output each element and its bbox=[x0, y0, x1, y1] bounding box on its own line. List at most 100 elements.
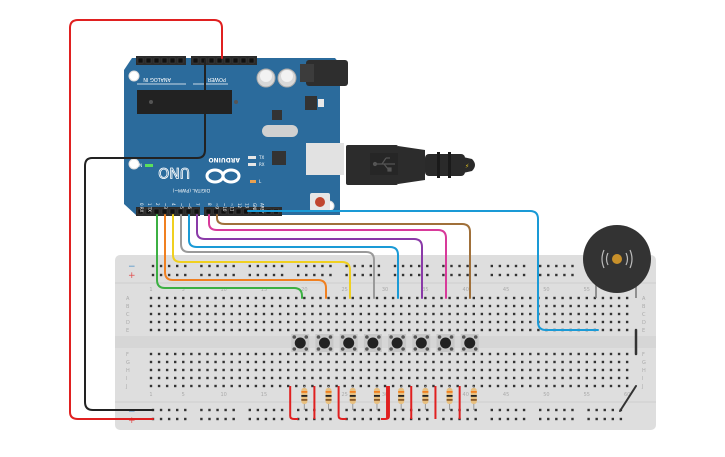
breadboard-hole[interactable] bbox=[174, 376, 177, 380]
breadboard-hole[interactable] bbox=[335, 376, 338, 380]
digital-pin[interactable] bbox=[169, 208, 176, 215]
breadboard-hole[interactable] bbox=[609, 352, 613, 356]
rail-hole[interactable] bbox=[393, 408, 397, 412]
breadboard-hole[interactable] bbox=[408, 312, 411, 316]
header-pin[interactable] bbox=[248, 57, 255, 64]
rail-hole[interactable] bbox=[256, 273, 260, 277]
rail-hole[interactable] bbox=[305, 417, 308, 421]
breadboard-hole[interactable] bbox=[577, 296, 580, 300]
rail-hole[interactable] bbox=[369, 264, 373, 268]
breadboard-hole[interactable] bbox=[496, 304, 500, 308]
header-pin[interactable] bbox=[137, 57, 144, 64]
rail-hole[interactable] bbox=[248, 273, 251, 277]
breadboard-hole[interactable] bbox=[553, 360, 556, 364]
breadboard-hole[interactable] bbox=[311, 352, 314, 356]
rail-hole[interactable] bbox=[619, 417, 623, 421]
rail-hole[interactable] bbox=[353, 408, 356, 412]
rail-hole[interactable] bbox=[248, 417, 251, 421]
breadboard-hole[interactable] bbox=[174, 368, 177, 372]
rail-hole[interactable] bbox=[522, 417, 526, 421]
breadboard-hole[interactable] bbox=[609, 368, 613, 372]
breadboard-hole[interactable] bbox=[537, 368, 540, 372]
breadboard-hole[interactable] bbox=[335, 368, 338, 372]
breadboard-hole[interactable] bbox=[351, 368, 354, 372]
breadboard-hole[interactable] bbox=[416, 328, 419, 332]
breadboard-hole[interactable] bbox=[399, 328, 403, 332]
pushbutton-cap[interactable] bbox=[391, 337, 403, 349]
breadboard-hole[interactable] bbox=[206, 384, 209, 388]
breadboard-hole[interactable] bbox=[278, 384, 282, 388]
breadboard-hole[interactable] bbox=[488, 384, 492, 388]
breadboard-hole[interactable] bbox=[424, 296, 427, 300]
breadboard-hole[interactable] bbox=[496, 376, 500, 380]
header-pin[interactable] bbox=[232, 57, 239, 64]
breadboard-hole[interactable] bbox=[399, 320, 403, 324]
breadboard-hole[interactable] bbox=[165, 312, 169, 316]
breadboard-hole[interactable] bbox=[359, 368, 363, 372]
breadboard-hole[interactable] bbox=[617, 360, 621, 364]
breadboard-hole[interactable] bbox=[601, 312, 605, 316]
rail-hole[interactable] bbox=[563, 408, 566, 412]
breadboard-hole[interactable] bbox=[561, 312, 564, 316]
breadboard-hole[interactable] bbox=[182, 352, 185, 356]
breadboard-hole[interactable] bbox=[448, 312, 451, 316]
breadboard-hole[interactable] bbox=[198, 320, 201, 324]
breadboard-hole[interactable] bbox=[512, 320, 516, 324]
rail-hole[interactable] bbox=[547, 273, 550, 277]
pushbutton-cap[interactable] bbox=[464, 337, 476, 349]
breadboard-hole[interactable] bbox=[222, 320, 225, 324]
breadboard-hole[interactable] bbox=[545, 296, 548, 300]
breadboard-hole[interactable] bbox=[408, 296, 411, 300]
breadboard-hole[interactable] bbox=[335, 296, 338, 300]
breadboard-hole[interactable] bbox=[351, 376, 354, 380]
breadboard-hole[interactable] bbox=[295, 304, 298, 308]
breadboard-hole[interactable] bbox=[424, 376, 427, 380]
breadboard-hole[interactable] bbox=[165, 304, 169, 308]
rail-hole[interactable] bbox=[563, 417, 566, 421]
breadboard-hole[interactable] bbox=[391, 320, 395, 324]
breadboard-hole[interactable] bbox=[165, 360, 169, 364]
breadboard-hole[interactable] bbox=[303, 368, 306, 372]
rail-hole[interactable] bbox=[176, 417, 179, 421]
rail-hole[interactable] bbox=[167, 264, 171, 268]
breadboard-hole[interactable] bbox=[157, 360, 161, 364]
breadboard-hole[interactable] bbox=[367, 376, 371, 380]
breadboard-hole[interactable] bbox=[190, 352, 193, 356]
breadboard-hole[interactable] bbox=[165, 352, 169, 356]
rail-hole[interactable] bbox=[466, 264, 469, 268]
breadboard-hole[interactable] bbox=[488, 368, 492, 372]
digital-pin[interactable] bbox=[185, 208, 192, 215]
rail-hole[interactable] bbox=[474, 408, 477, 412]
breadboard-hole[interactable] bbox=[488, 328, 492, 332]
breadboard-hole[interactable] bbox=[311, 368, 314, 372]
breadboard-hole[interactable] bbox=[601, 320, 605, 324]
breadboard-hole[interactable] bbox=[416, 376, 419, 380]
rail-hole[interactable] bbox=[418, 417, 421, 421]
rail-hole[interactable] bbox=[313, 273, 316, 277]
breadboard-hole[interactable] bbox=[319, 352, 322, 356]
breadboard-hole[interactable] bbox=[521, 384, 524, 388]
breadboard-hole[interactable] bbox=[399, 304, 403, 308]
rail-hole[interactable] bbox=[450, 264, 453, 268]
breadboard-hole[interactable] bbox=[521, 368, 524, 372]
breadboard-hole[interactable] bbox=[625, 312, 629, 316]
digital-pin[interactable] bbox=[205, 208, 212, 215]
breadboard-hole[interactable] bbox=[254, 384, 258, 388]
breadboard-hole[interactable] bbox=[609, 296, 613, 300]
breadboard-hole[interactable] bbox=[286, 312, 290, 316]
breadboard-hole[interactable] bbox=[545, 312, 548, 316]
breadboard-hole[interactable] bbox=[359, 352, 363, 356]
breadboard-hole[interactable] bbox=[601, 368, 605, 372]
breadboard-hole[interactable] bbox=[383, 328, 387, 332]
breadboard-hole[interactable] bbox=[165, 368, 169, 372]
breadboard-hole[interactable] bbox=[416, 384, 419, 388]
breadboard-hole[interactable] bbox=[375, 312, 379, 316]
breadboard-hole[interactable] bbox=[512, 368, 516, 372]
breadboard-hole[interactable] bbox=[391, 304, 395, 308]
breadboard-hole[interactable] bbox=[254, 320, 258, 324]
breadboard-hole[interactable] bbox=[230, 384, 233, 388]
breadboard-hole[interactable] bbox=[254, 360, 258, 364]
breadboard-hole[interactable] bbox=[408, 368, 411, 372]
breadboard-hole[interactable] bbox=[222, 384, 225, 388]
breadboard-hole[interactable] bbox=[496, 368, 500, 372]
